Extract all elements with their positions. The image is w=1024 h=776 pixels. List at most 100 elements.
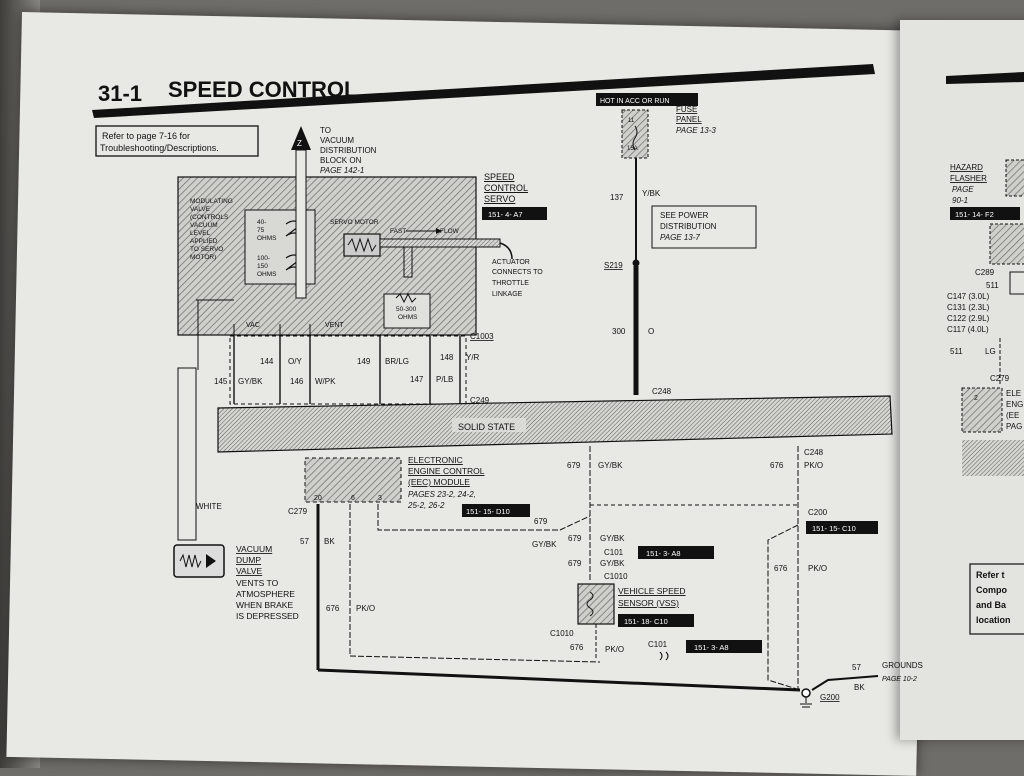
vehicle-speed-sensor: VEHICLE SPEED SENSOR (VSS) 151- 18- C10 (577, 583, 694, 627)
svg-text:679: 679 (567, 461, 581, 470)
coil-2-ohms: 100- 150 OHMS (257, 255, 277, 278)
page-header: 31-1 SPEED CONTROL (92, 64, 875, 118)
svg-text:137: 137 (610, 193, 624, 202)
wire-137: 137 Y/BK (610, 158, 661, 262)
svg-text:100-: 100- (257, 255, 270, 262)
actuator-cable (499, 242, 513, 260)
c200-ref: 151- 15- C10 (812, 524, 856, 533)
svg-text:BLOCK ON: BLOCK ON (320, 156, 362, 165)
svg-text:VALVE: VALVE (236, 566, 262, 576)
svg-text:CONNECTS TO: CONNECTS TO (492, 269, 543, 276)
potentiometer-box (383, 293, 431, 329)
svg-text:VENTS TO: VENTS TO (236, 578, 279, 588)
servo-wire-147: 147 P/LB (410, 336, 453, 404)
refer-box: Refer to page 7-16 for Troubleshooting/D… (95, 125, 259, 157)
c1010-top: C1010 (604, 572, 628, 581)
svg-text:C117 (4.0L): C117 (4.0L) (947, 325, 989, 334)
svg-text:HAZARD: HAZARD (950, 163, 983, 172)
svg-text:57: 57 (852, 663, 861, 672)
svg-text:VACUUM: VACUUM (190, 222, 218, 229)
servo-wire-145: 145 GY/BK (214, 336, 263, 404)
svg-text:57: 57 (300, 537, 309, 546)
svg-text:OHMS: OHMS (398, 314, 418, 321)
coil-1 (285, 220, 304, 237)
facing-page (900, 20, 1024, 740)
modulating-valve-label: MODULATING VALVE (CONTROLS VACUUM LEVEL … (190, 198, 233, 261)
wire-676-main: 676 PK/O 676 PK/O (767, 446, 827, 691)
svg-text:MOTOR): MOTOR) (190, 254, 216, 261)
svg-text:DISTRIBUTION: DISTRIBUTION (320, 146, 377, 155)
svg-text:151- 15- D10: 151- 15- D10 (466, 507, 510, 516)
svg-text:FLASHER: FLASHER (950, 174, 987, 183)
svg-text:GY/BK: GY/BK (238, 377, 263, 386)
svg-text:15A: 15A (627, 146, 638, 152)
svg-text:147: 147 (410, 375, 424, 384)
svg-text:GY/BK: GY/BK (598, 461, 623, 470)
svg-text:148: 148 (440, 353, 454, 362)
svg-text:WHEN BRAKE: WHEN BRAKE (236, 600, 293, 610)
svg-text:LEVEL: LEVEL (190, 230, 211, 237)
svg-text:11: 11 (628, 118, 635, 124)
servo-rod (379, 238, 501, 248)
svg-text:GY/BK: GY/BK (600, 534, 625, 543)
fast-label: FAST (390, 228, 406, 235)
svg-text:FUSE: FUSE (676, 105, 697, 114)
wire-57-eec: 57 BK (300, 504, 335, 670)
svg-text:SPEED: SPEED (484, 172, 515, 182)
refer-line-1: Refer to page 7-16 for (102, 131, 190, 141)
svg-text:146: 146 (290, 377, 304, 386)
c249-label: C249 (470, 396, 490, 405)
svg-text:PAG: PAG (1006, 422, 1022, 431)
svg-text:and Ba: and Ba (976, 600, 1007, 610)
svg-text:OHMS: OHMS (257, 235, 277, 242)
wire-300: 300 O (612, 266, 654, 395)
servo-wire-144: 144 O/Y (260, 336, 302, 404)
power-distribution-box: SEE POWER DISTRIBUTION PAGE 13-7 (651, 205, 757, 249)
svg-text:MODULATING: MODULATING (190, 198, 233, 205)
c248-bottom: C248 (804, 448, 824, 457)
svg-text:676: 676 (326, 604, 340, 613)
eec-module: 20 6 3 ELECTRONIC ENGINE CONTROL (EEC) M… (304, 455, 530, 517)
svg-text:(EEC) MODULE: (EEC) MODULE (408, 477, 470, 487)
coil-2 (285, 254, 304, 271)
svg-text:APPLIED: APPLIED (190, 238, 218, 245)
servo-ref: 151- 4- A7 (488, 210, 523, 219)
svg-text:511: 511 (986, 281, 999, 290)
wire-679-main: 679 GY/BK GY/BK 679 GY/BK 679 GY/BK (532, 446, 625, 580)
potentiometer-stem (403, 246, 413, 278)
svg-text:50-300: 50-300 (396, 306, 417, 313)
hot-badge: HOT IN ACC OR RUN (596, 93, 698, 106)
facing-page-content: HAZARD FLASHER PAGE 90-1 151- 14- F2 C28… (946, 72, 1024, 635)
svg-text:BR/LG: BR/LG (385, 357, 409, 366)
ground-g200: 57 BK GROUNDS PAGE 10-2 G200 (317, 661, 923, 708)
c200-label: C200 (808, 508, 828, 517)
flow-label: FLOW (440, 228, 460, 235)
svg-text:151- 3- A8: 151- 3- A8 (646, 549, 681, 558)
svg-text:LINKAGE: LINKAGE (492, 291, 523, 298)
servo-wire-148: 148 Y/R (440, 336, 480, 404)
svg-text:PK/O: PK/O (356, 604, 375, 613)
svg-text:511: 511 (950, 347, 963, 356)
svg-text:676: 676 (770, 461, 784, 470)
svg-text:ENGINE CONTROL: ENGINE CONTROL (408, 466, 485, 476)
svg-text:C131 (2.3L): C131 (2.3L) (947, 303, 990, 312)
servo-ref-badge (482, 207, 547, 220)
vac-label: VAC (246, 322, 260, 329)
svg-text:PANEL: PANEL (676, 115, 702, 124)
vacuum-tube (295, 149, 307, 299)
svg-text:676: 676 (774, 564, 788, 573)
servo-wire-146: 146 W/PK (290, 336, 336, 404)
wire-676-eec: 676 PK/O (326, 504, 601, 663)
svg-text:GY/BK: GY/BK (532, 540, 557, 549)
svg-text:VACUUM: VACUUM (320, 136, 354, 145)
speed-control-servo: MODULATING VALVE (CONTROLS VACUUM LEVEL … (177, 126, 513, 336)
svg-text:Refer t: Refer t (976, 570, 1005, 580)
svg-text:C101: C101 (604, 548, 624, 557)
svg-text:PK/O: PK/O (808, 564, 827, 573)
vent-label: VENT (325, 322, 344, 329)
svg-text:149: 149 (357, 357, 371, 366)
svg-text:DUMP: DUMP (236, 555, 261, 565)
svg-text:Y/R: Y/R (466, 353, 480, 362)
white-vacuum-hose: WHITE (177, 299, 234, 541)
svg-text:PAGE: PAGE (952, 185, 974, 194)
